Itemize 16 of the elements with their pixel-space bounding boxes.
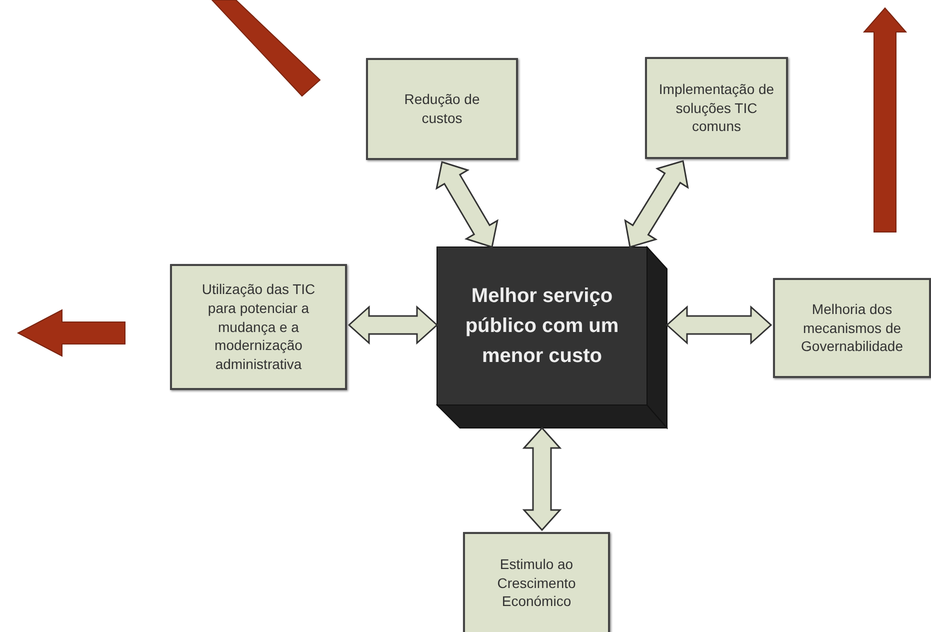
double-arrow: [436, 161, 498, 248]
box-label: Melhor serviço público com um menor custo: [464, 284, 620, 369]
box-label: Redução de custos: [403, 90, 481, 128]
box-label: Utilização das TIC para potenciar a mudança e a modernização administrativa: [200, 280, 316, 374]
process-box: [645, 57, 788, 159]
double-arrow: [624, 160, 689, 248]
double-arrow: [522, 426, 562, 532]
process-box: [773, 278, 931, 378]
double-arrow: [348, 305, 438, 345]
box-label: Estimulo ao Crescimento Económico: [496, 554, 577, 612]
process-box: [463, 532, 610, 632]
process-box: [366, 58, 518, 160]
double-arrow: [666, 305, 772, 345]
box-label: Implementação de soluções TIC comuns: [658, 80, 776, 136]
process-box: [170, 264, 347, 390]
box-label: Melhoria dos mecanismos de Governabilidade: [800, 300, 904, 356]
